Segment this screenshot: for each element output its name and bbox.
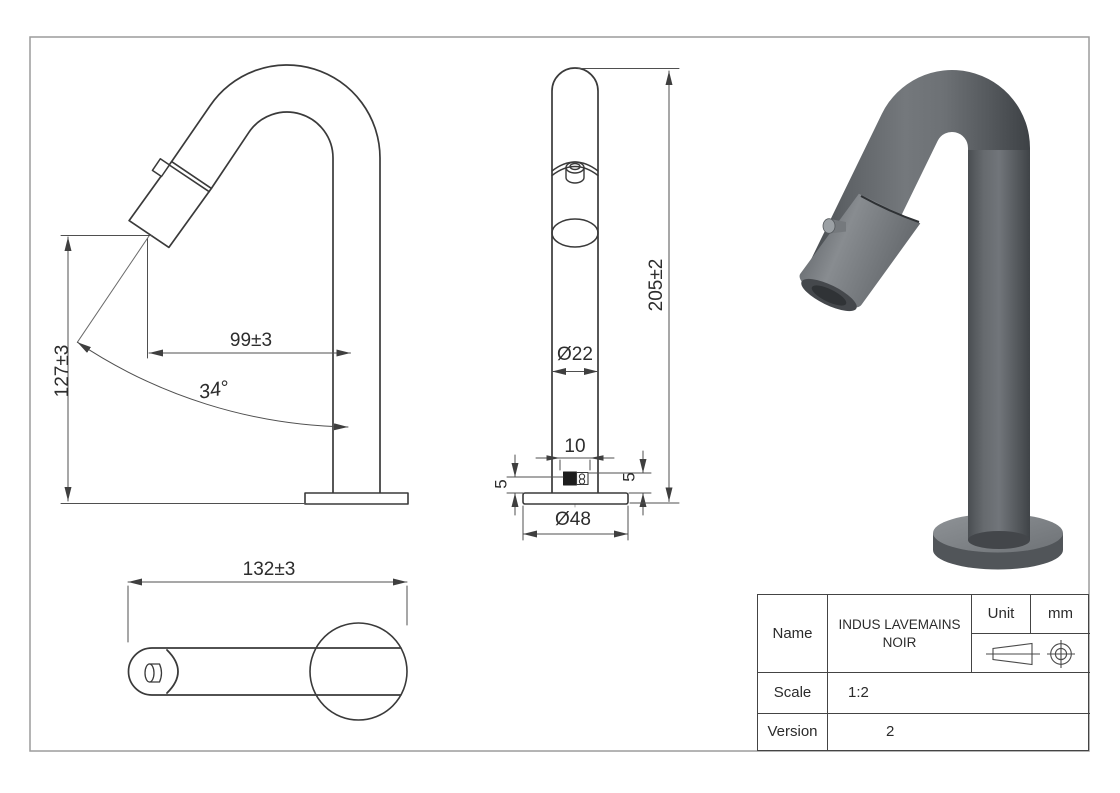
ext-line (577, 68, 680, 504)
render-3d (799, 70, 1063, 570)
projection-symbol-cell (972, 634, 1090, 673)
top-base-circle (309, 622, 408, 721)
top-spout-outline (127, 647, 402, 696)
render-column (968, 150, 1030, 540)
render-column-foot (968, 531, 1030, 549)
faucet-front-outline (551, 67, 599, 494)
title-scale-value: 1:2 (828, 673, 1090, 714)
render-aerator (811, 285, 847, 306)
side-base-plate (304, 492, 409, 505)
front-pushbutton (565, 161, 585, 184)
title-block: Name INDUS LAVEMAINS NOIR Unit mm Scale … (757, 594, 1090, 751)
title-version-value: 2 (886, 723, 895, 741)
dim-text-front-height: 205±2 (646, 259, 667, 312)
title-version-label: Version (758, 714, 828, 750)
arrowhead (546, 455, 560, 461)
title-unit-value: mm (1031, 595, 1090, 634)
dim-text-stud-width: 10 (564, 436, 585, 457)
render-pushbutton (822, 218, 836, 234)
front-view: Ø22 10 5 5 Ø48 205±2 (491, 67, 680, 541)
title-scale-label: Scale (758, 673, 828, 714)
render-spout-head (799, 193, 921, 308)
front-base-plate (522, 492, 629, 505)
title-name-label: Name (758, 595, 828, 673)
ext-line (127, 585, 408, 643)
front-outlet-ellipse (551, 218, 599, 248)
side-head-seam (168, 160, 213, 193)
fixing-stud (563, 471, 577, 486)
dim-arc-34 (76, 341, 349, 431)
top-outlet-detail (144, 663, 163, 683)
sheet-border (29, 36, 1090, 752)
dim-text-tube-diameter: Ø22 (557, 344, 593, 365)
side-view: 127±3 99±3 34° (52, 64, 409, 505)
title-unit-label: Unit (972, 595, 1031, 634)
render-head-seam (860, 195, 920, 223)
arrowhead (590, 455, 604, 461)
faucet-side-outline (128, 64, 381, 494)
dim-text-left-offset: 5 (491, 479, 510, 488)
ext-line (559, 459, 591, 471)
dim-text-base-diameter: Ø48 (555, 509, 591, 530)
title-name-value: INDUS LAVEMAINS NOIR (828, 595, 972, 673)
dim-text-side-height: 127±3 (52, 345, 73, 398)
dim-text-top-length: 132±3 (243, 559, 296, 580)
top-head-seam (166, 649, 179, 694)
dim-text-side-reach: 99±3 (230, 330, 272, 351)
side-pushbutton (151, 158, 171, 178)
dim-text-side-angle: 34° (197, 377, 231, 404)
top-view: 132±3 (127, 559, 408, 721)
dim-text-right-offset: 5 (619, 472, 638, 481)
fixing-thread-detail (575, 471, 589, 486)
first-angle-projection-icon (986, 640, 1075, 668)
